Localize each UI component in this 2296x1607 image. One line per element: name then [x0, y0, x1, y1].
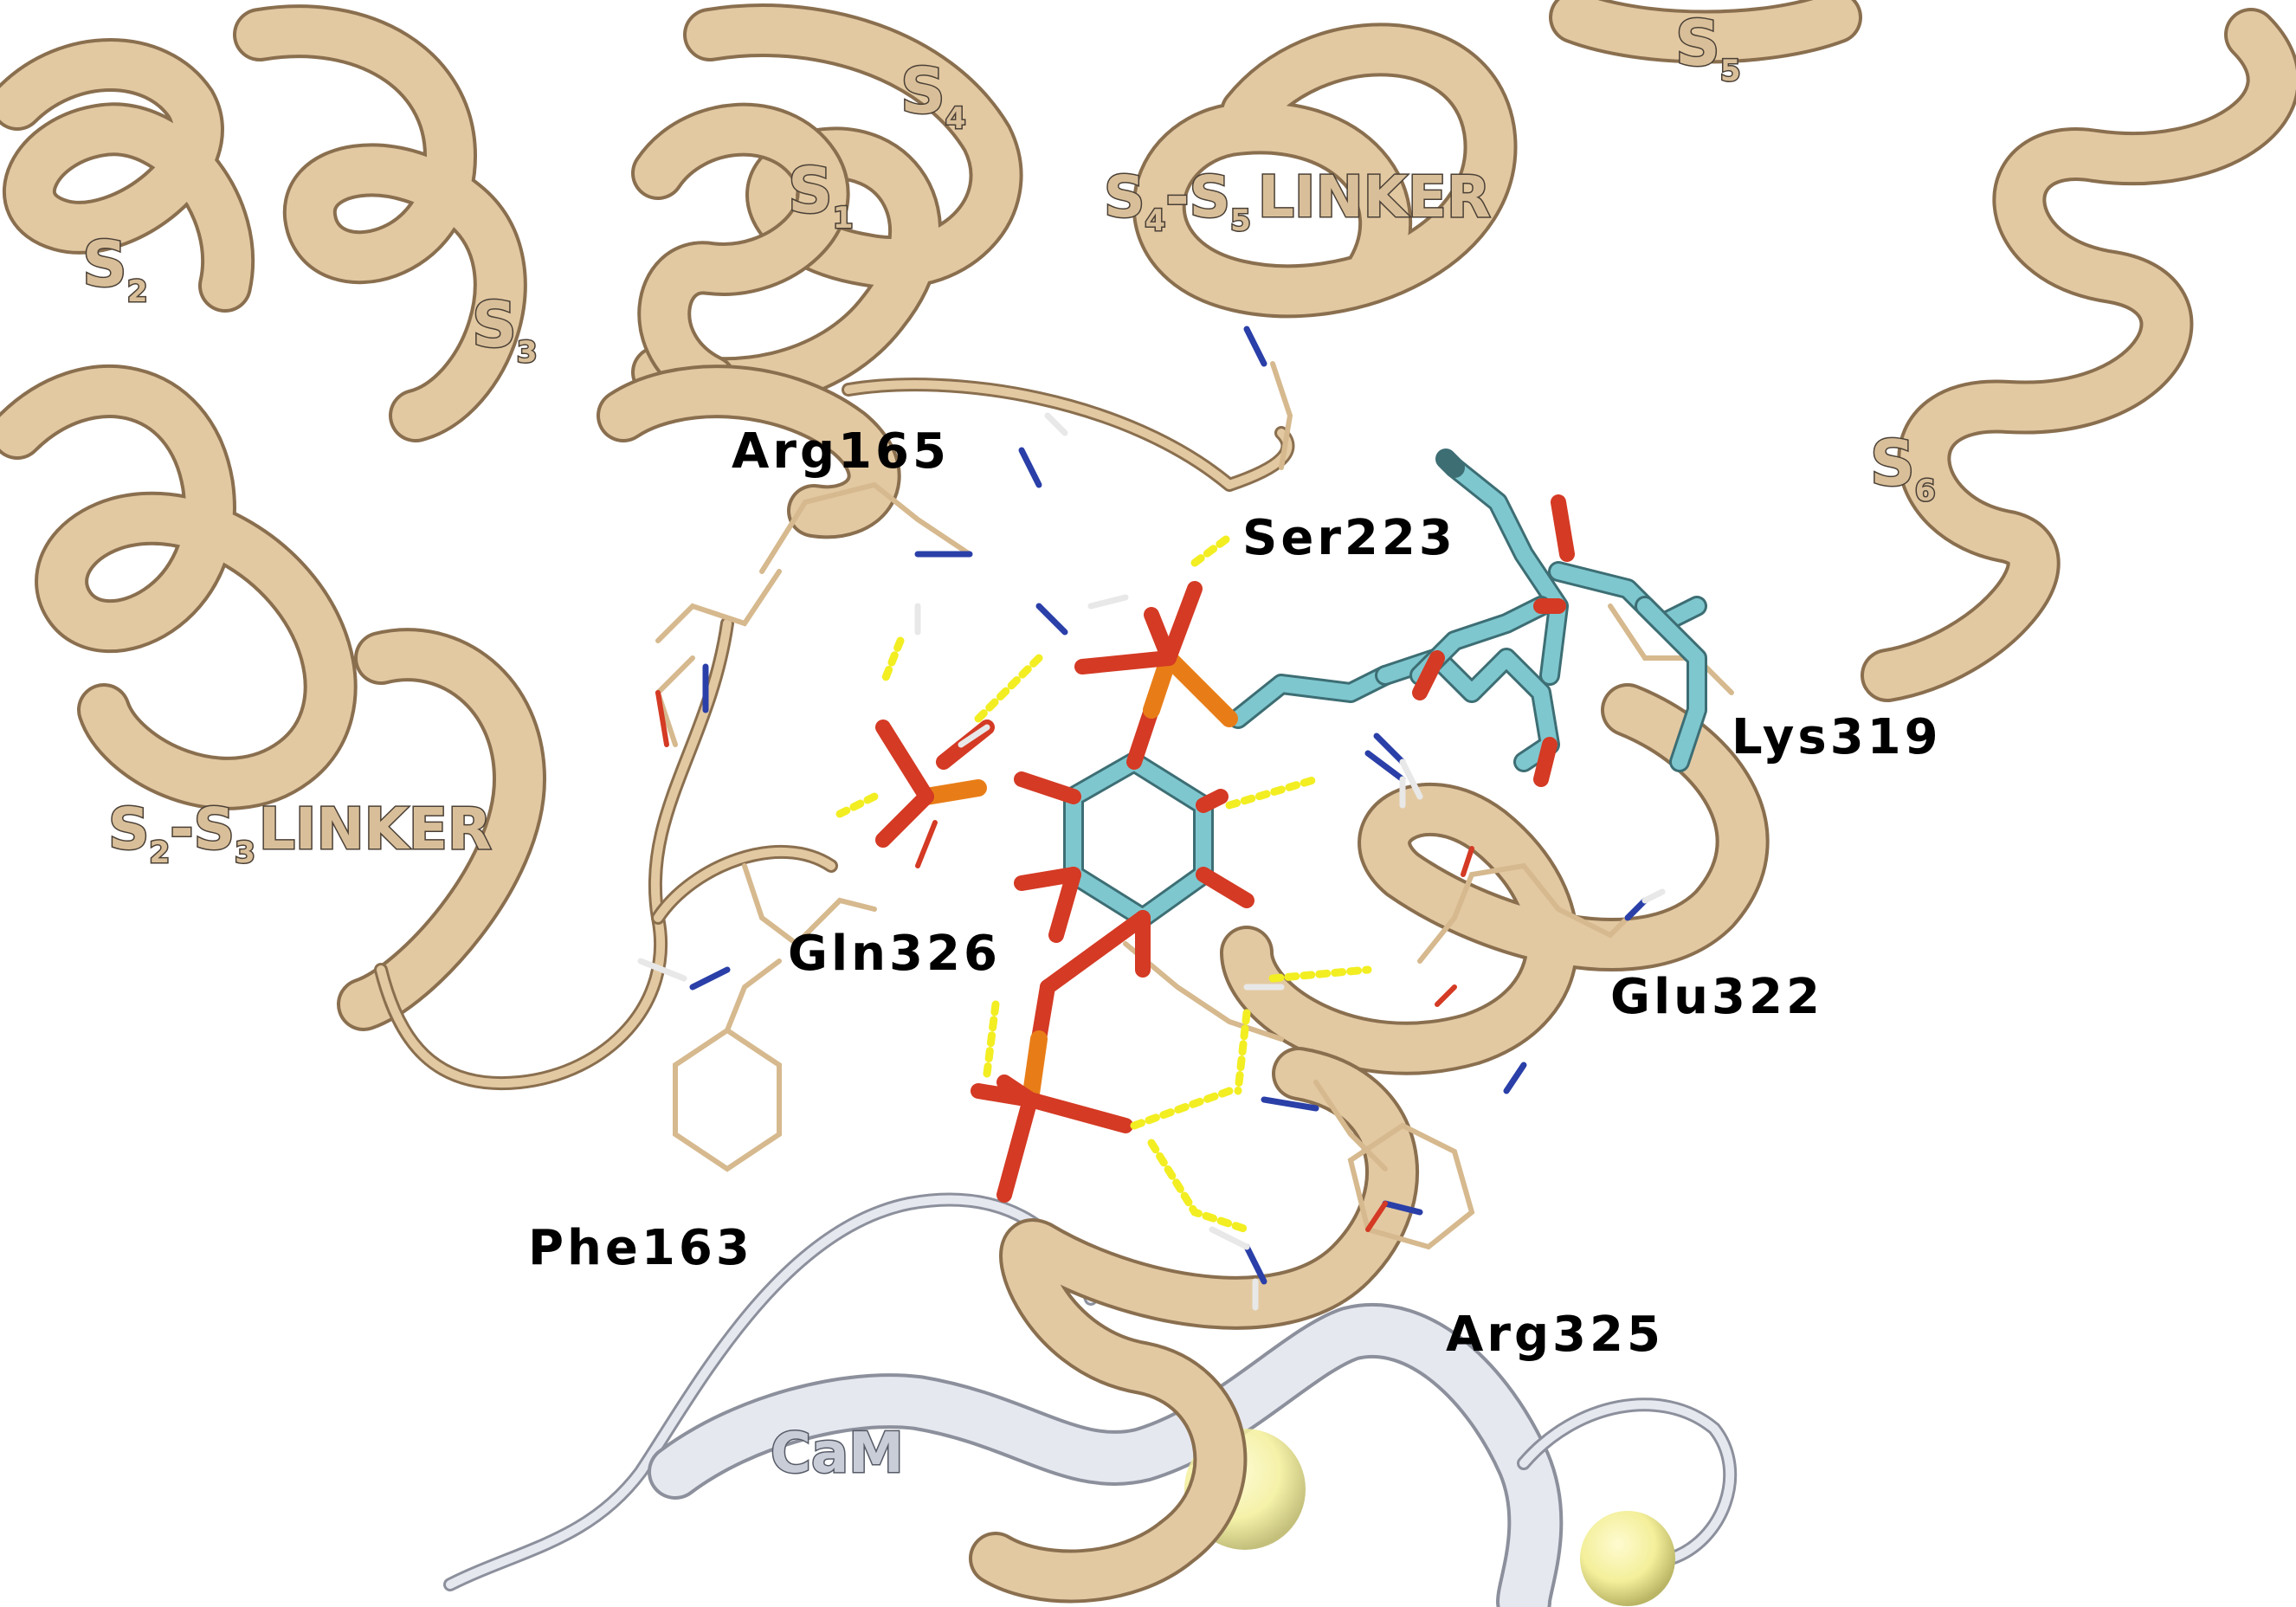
residue-label-arg165: Arg165 — [732, 423, 950, 480]
helix-label-s3: S3 — [472, 288, 538, 370]
residue-label-lys319: Lys319 — [1732, 709, 1942, 765]
residue-label-ser223: Ser223 — [1242, 510, 1456, 566]
residue-label-phe163: Phe163 — [528, 1220, 753, 1276]
helix-label-s5: S5 — [1675, 7, 1741, 88]
helix-label-s2: S2 — [82, 228, 148, 309]
residue-labels: Arg165 Ser223 Lys319 Gln326 Glu322 Phe16… — [528, 423, 1942, 1363]
side-chains — [637, 326, 1734, 1311]
helix-label-s1: S1 — [788, 154, 854, 236]
cam-label: CaM — [771, 1422, 904, 1486]
helix-label-s4: S4 — [900, 55, 966, 136]
helix-label-s2-s3-linker: S2-S3LINKER — [108, 796, 492, 870]
hydrogen-bonds — [835, 532, 1372, 1234]
calcium-ion — [1580, 1511, 1675, 1606]
residue-label-glu322: Glu322 — [1610, 969, 1823, 1025]
residue-label-gln326: Gln326 — [788, 926, 1001, 982]
ligand — [875, 449, 1707, 1203]
calmodulin — [443, 1192, 1738, 1607]
helix-label-s6: S6 — [1870, 427, 1936, 508]
residue-label-arg325: Arg325 — [1446, 1307, 1664, 1363]
